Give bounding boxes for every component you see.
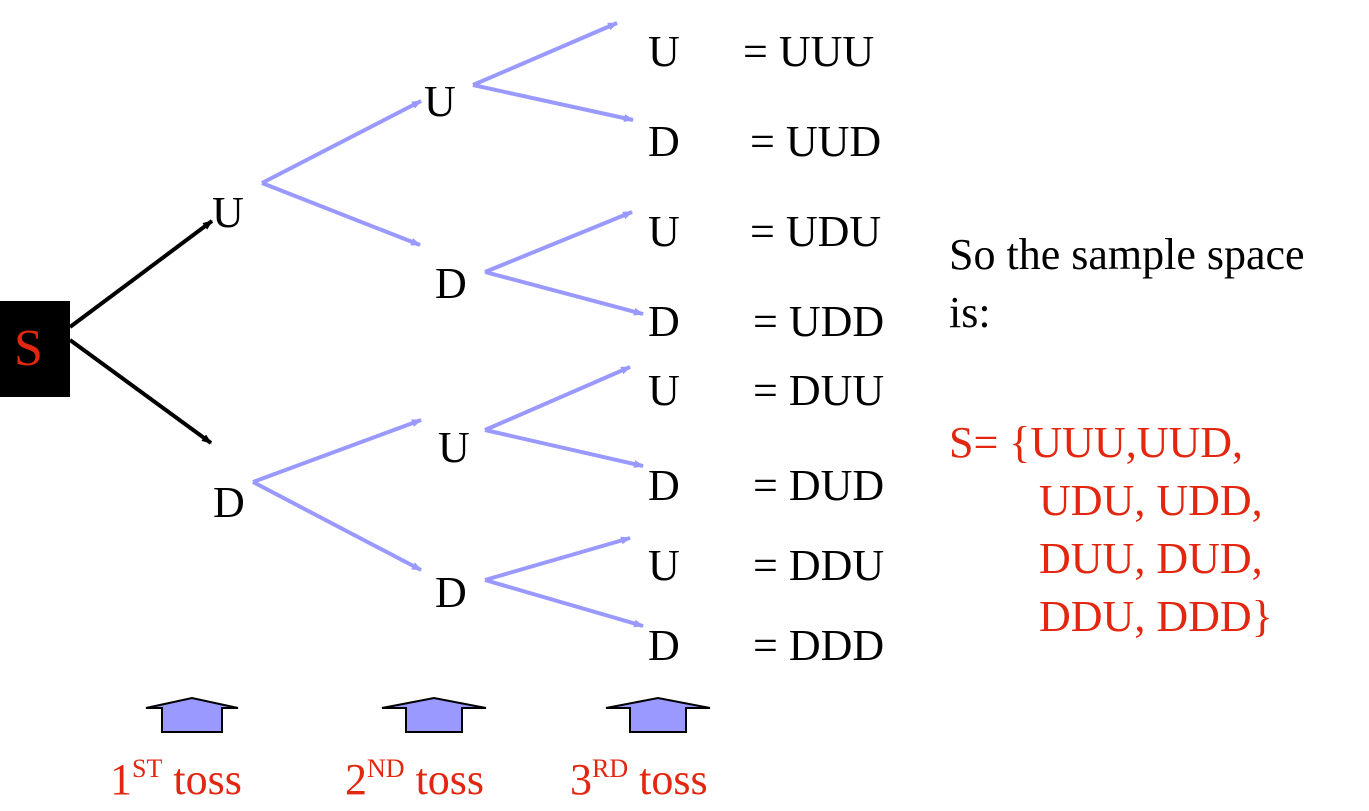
leaf-ddd: D (648, 621, 680, 670)
outcome-udu: = UDU (750, 207, 882, 256)
branch-ud-to-udu (484, 210, 633, 274)
caption-line-2: is: (949, 288, 991, 337)
set-line-1: S= {UUU,UUD, (949, 418, 1244, 467)
toss-arrow-3 (605, 696, 711, 733)
leaf-dud: D (648, 461, 680, 510)
toss-label-1-suffix: ST (132, 754, 163, 783)
outcome-duu: = DUU (753, 366, 885, 415)
branch-ud-to-udd (484, 270, 644, 316)
toss-label-3: 3RD toss (570, 755, 708, 804)
node-uu: U (424, 77, 456, 126)
branch-uu-to-uud (472, 83, 634, 122)
leaf-uud: D (648, 117, 680, 166)
set-line-3: DUU, DUD, (1039, 534, 1263, 583)
toss-label-1: 1ST toss (110, 755, 242, 804)
node-ud: D (435, 259, 467, 308)
branch-du-to-duu (484, 365, 631, 432)
toss-arrow-1 (145, 696, 239, 733)
toss-label-1-num: 1 (110, 755, 132, 804)
outcome-uuu: = UUU (743, 27, 875, 76)
node-dd: D (435, 568, 467, 617)
leaf-ddu: U (648, 541, 680, 590)
branch-u-to-uu (261, 99, 422, 185)
toss-arrow-2 (381, 696, 487, 733)
set-line-4: DDU, DDD} (1039, 592, 1273, 641)
leaf-udd: D (648, 297, 680, 346)
caption-line-1: So the sample space (949, 230, 1305, 279)
branch-du-to-dud (484, 428, 644, 468)
sample-space-set: S= {UUU,UUD, UDU, UDD, DUU, DUD, DDU, DD… (949, 414, 1273, 646)
leaf-uuu: U (648, 27, 680, 76)
toss-label-3-num: 3 (570, 755, 592, 804)
set-line-2: UDU, UDD, (1039, 476, 1263, 525)
branch-s-to-d (68, 338, 213, 445)
sample-space-caption: So the sample space is: (949, 226, 1305, 342)
outcome-dud: = DUD (753, 461, 885, 510)
node-d: D (213, 478, 245, 527)
root-node-label: S (14, 320, 43, 377)
leaf-duu: U (648, 366, 680, 415)
branch-s-to-u (68, 219, 214, 329)
branch-d-to-dd (252, 480, 422, 572)
node-du: U (438, 423, 470, 472)
outcome-ddd: = DDD (753, 621, 885, 670)
branch-dd-to-ddu (484, 536, 631, 582)
toss-label-2-word: toss (404, 755, 485, 804)
toss-label-3-suffix: RD (592, 754, 629, 783)
outcome-uud: = UUD (750, 117, 882, 166)
leaf-udu: U (648, 207, 680, 256)
outcome-ddu: = DDU (753, 541, 885, 590)
toss-label-1-word: toss (162, 755, 242, 804)
toss-label-2-num: 2 (345, 755, 367, 804)
outcome-udd: = UDD (753, 297, 885, 346)
branch-uu-to-uuu (472, 21, 618, 87)
branch-dd-to-ddd (484, 578, 644, 628)
branch-d-to-du (252, 418, 422, 484)
branch-u-to-ud (261, 181, 421, 247)
root-node-box: S (0, 301, 70, 397)
toss-label-3-word: toss (628, 755, 708, 804)
node-u: U (212, 188, 244, 237)
toss-label-2-suffix: ND (367, 754, 405, 783)
toss-label-2: 2ND toss (345, 755, 485, 804)
